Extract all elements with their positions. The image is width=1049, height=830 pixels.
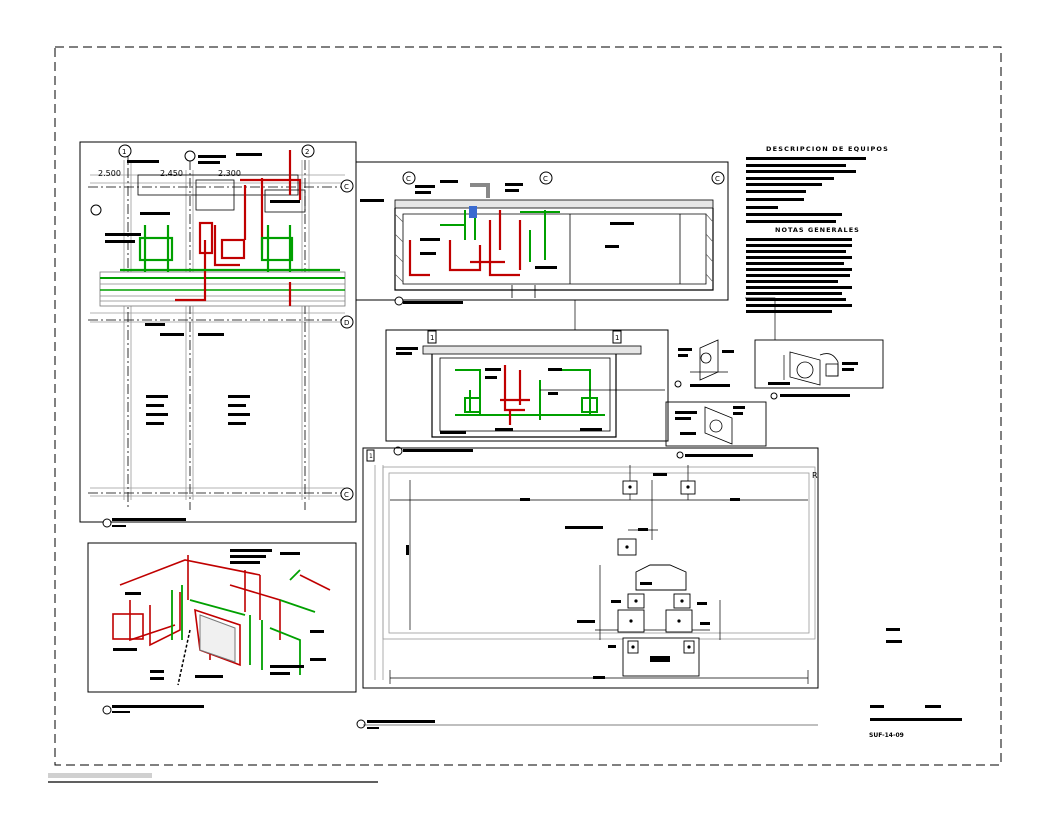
equipment-title: DESCRIPCION DE EQUIPOS: [766, 145, 889, 153]
plan-axis-c2: C: [344, 491, 349, 499]
plan-dim-2: 2.450: [160, 169, 183, 178]
elev-axis-2: 1: [615, 334, 619, 342]
section-view: C C C: [355, 161, 729, 306]
section-axis-1: C: [406, 175, 411, 183]
foundation-plan: 1 R: [356, 447, 819, 729]
notes-title: NOTAS GENERALES: [775, 226, 860, 234]
title-block: SUF-14-09: [869, 628, 962, 739]
plan-axis-d: D: [344, 319, 349, 327]
plan-view: 2.500 2.450 2.300 1 2 C D C: [79, 141, 357, 528]
section-axis-3: C: [715, 175, 720, 183]
plan-dim-1: 2.500: [98, 169, 121, 178]
corner-mark: R: [812, 471, 818, 480]
detail-views: [665, 339, 884, 447]
elev-axis-1: 1: [430, 334, 434, 342]
sheet-code: SUF-14-09: [869, 732, 904, 739]
plan-axis-c1: C: [344, 183, 349, 191]
isometric-view: [87, 542, 357, 715]
plan-axis-2: 2: [305, 148, 309, 156]
sheet-border: [54, 46, 1002, 766]
foundation-axis-1: 1: [369, 453, 373, 460]
scale-bar-fill: [48, 773, 152, 778]
elevation-view: 1 1: [385, 297, 776, 456]
section-axis-2: C: [543, 175, 548, 183]
legend-panel: DESCRIPCION DE EQUIPOS NOTAS GENERALES: [746, 145, 889, 313]
plan-axis-1: 1: [122, 148, 126, 156]
plan-dim-3: 2.300: [218, 169, 241, 178]
